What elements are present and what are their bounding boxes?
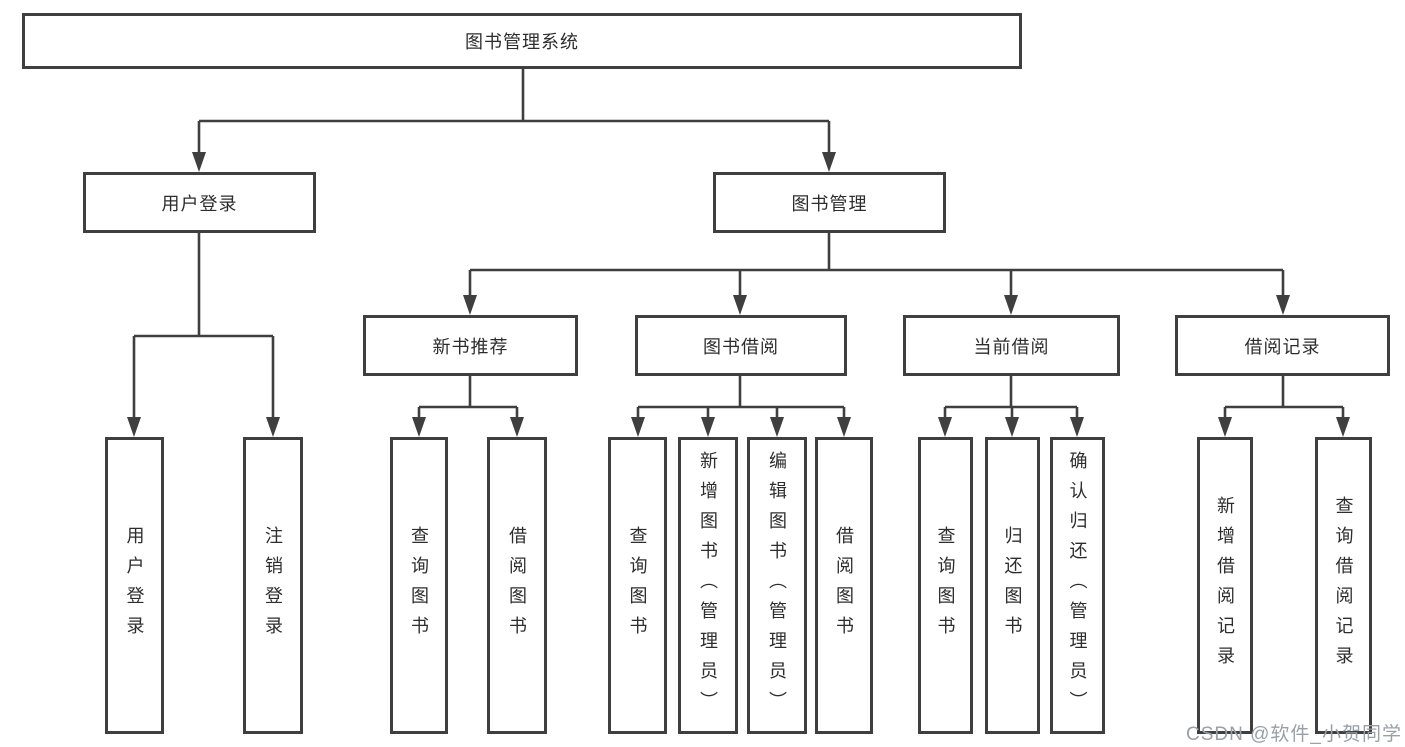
node-book-management-branch: 图书管理 [713, 172, 946, 233]
leaf-borrow-query-book-label: 查询图书 [627, 525, 648, 646]
node-borrow-record-label: 借阅记录 [1244, 336, 1321, 357]
leaf-user-login-label: 用户登录 [124, 525, 145, 646]
leaf-recommend-query-book: 查询图书 [390, 437, 448, 734]
leaf-add-borrow-record: 新增借阅记录 [1197, 437, 1253, 734]
leaf-recommend-borrow-book: 借阅图书 [487, 437, 547, 734]
leaf-logout-label: 注销登录 [263, 525, 283, 646]
node-new-book-recommend: 新书推荐 [363, 315, 578, 376]
leaf-add-borrow-record-label: 新增借阅记录 [1215, 495, 1235, 676]
leaf-recommend-borrow-book-label: 借阅图书 [507, 525, 527, 646]
node-current-borrow: 当前借阅 [903, 315, 1120, 376]
node-book-borrow-label: 图书借阅 [703, 336, 779, 357]
leaf-borrow-query-book: 查询图书 [608, 437, 667, 734]
node-root-system: 图书管理系统 [22, 13, 1022, 69]
leaf-current-query-book: 查询图书 [918, 437, 973, 734]
node-current-borrow-label: 当前借阅 [973, 336, 1050, 357]
leaf-query-borrow-record: 查询借阅记录 [1315, 437, 1372, 734]
leaf-confirm-return-admin: 确认归还（管理员） [1050, 437, 1105, 734]
leaf-add-book-admin: 新增图书（管理员） [678, 437, 738, 734]
leaf-borrow-book: 借阅图书 [815, 437, 873, 734]
node-book-management-branch-label: 图书管理 [791, 193, 868, 214]
node-borrow-record: 借阅记录 [1175, 315, 1390, 376]
csdn-watermark: CSDN @软件_小贺同学 [1186, 724, 1402, 745]
node-user-login-branch-label: 用户登录 [161, 193, 238, 214]
leaf-return-book: 归还图书 [985, 437, 1040, 734]
leaf-query-borrow-record-label: 查询借阅记录 [1333, 495, 1354, 676]
node-new-book-recommend-label: 新书推荐 [432, 336, 509, 357]
leaf-add-book-admin-label: 新增图书（管理员） [698, 450, 718, 721]
leaf-edit-book-admin: 编辑图书（管理员） [747, 437, 807, 734]
leaf-user-login: 用户登录 [105, 437, 164, 734]
node-book-borrow: 图书借阅 [635, 315, 847, 376]
leaf-borrow-book-label: 借阅图书 [834, 525, 854, 646]
leaf-logout: 注销登录 [243, 437, 303, 734]
leaf-current-query-book-label: 查询图书 [935, 525, 956, 646]
node-root-system-label: 图书管理系统 [465, 32, 579, 52]
node-user-login-branch: 用户登录 [83, 172, 316, 233]
leaf-confirm-return-admin-label: 确认归还（管理员） [1067, 450, 1088, 721]
leaf-return-book-label: 归还图书 [1002, 525, 1023, 646]
leaf-edit-book-admin-label: 编辑图书（管理员） [767, 450, 787, 721]
leaf-recommend-query-book-label: 查询图书 [409, 525, 429, 646]
